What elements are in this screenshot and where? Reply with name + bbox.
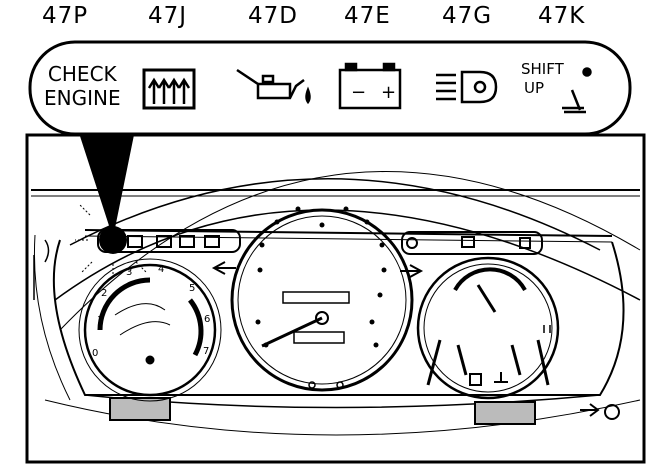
tach-label: 2	[101, 288, 107, 299]
callout-pointer	[78, 130, 135, 238]
tach-label: 0	[92, 348, 98, 359]
check-engine-line2: ENGINE	[44, 86, 121, 110]
tach-label: 1	[97, 315, 103, 326]
small-right-symbols	[580, 403, 620, 420]
callout-47p: 47P	[42, 3, 89, 29]
check-engine-lamp-position	[99, 226, 127, 254]
shift-up-icon	[562, 67, 592, 114]
callout-47e: 47E	[344, 3, 391, 29]
right-lamp-strip	[401, 231, 543, 255]
left-lamp-strip	[97, 229, 241, 253]
tachometer-scale: 0 1 2 3 4 5 6 7	[92, 264, 210, 359]
speedometer	[230, 206, 414, 392]
tachometer	[78, 258, 222, 402]
callout-47k: 47K	[538, 3, 586, 29]
tach-label: 6	[204, 314, 210, 325]
shift-up-label: SHIFT UP	[521, 60, 564, 98]
tach-label: 4	[158, 264, 164, 275]
fuel-temp-gauge	[416, 256, 560, 400]
shift-up-line1: SHIFT	[521, 60, 564, 78]
tach-label: 5	[189, 283, 195, 294]
battery-minus-label: −	[351, 82, 366, 103]
shift-up-line2: UP	[524, 79, 545, 97]
battery-plus-label: +	[381, 82, 396, 103]
turn-signal-arrows	[211, 261, 424, 278]
check-engine-label: CHECK ENGINE	[44, 62, 121, 110]
callout-47g: 47G	[442, 3, 493, 29]
headlight-icon	[436, 70, 498, 104]
tach-label: 3	[126, 267, 132, 278]
callout-47d: 47D	[248, 3, 298, 29]
steering-column	[109, 397, 536, 425]
speedometer-ticks	[255, 206, 387, 348]
tach-label: 7	[203, 346, 209, 357]
indicator-balloon	[28, 40, 632, 136]
oil-pressure-icon	[236, 68, 311, 105]
charging-system-icon	[338, 62, 402, 110]
callout-47j: 47J	[148, 3, 188, 29]
rear-defroster-icon	[142, 68, 196, 110]
check-engine-line1: CHECK	[47, 62, 117, 86]
